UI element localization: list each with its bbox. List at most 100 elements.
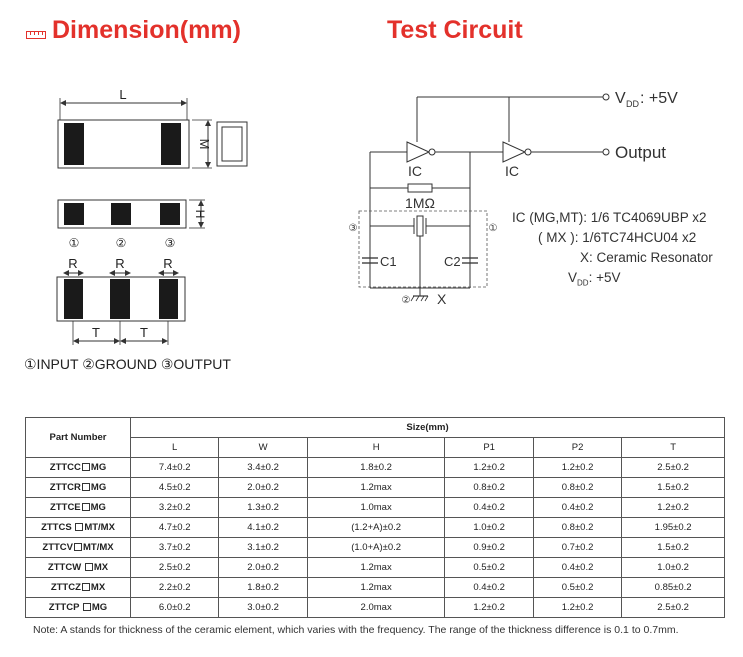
- ic-note-line3: X: Ceramic Resonator: [580, 250, 713, 265]
- table-cell: 0.7±0.2: [532, 537, 623, 558]
- resistor-label: 1MΩ: [405, 195, 435, 211]
- table-cell: 1.2max: [306, 577, 446, 598]
- table-cell: 0.5±0.2: [532, 577, 623, 598]
- column-header: W: [218, 437, 308, 458]
- part-number-cell: ZTTCS MT/MX: [25, 517, 131, 538]
- table-cell: 2.5±0.2: [621, 457, 725, 478]
- table-cell: 1.2max: [306, 557, 446, 578]
- table-cell: 3.2±0.2: [129, 497, 220, 518]
- table-cell: 1.8±0.2: [218, 577, 308, 598]
- size-header: Size(mm): [130, 417, 725, 438]
- table-cell: 0.8±0.2: [532, 477, 623, 498]
- label-R2: R: [115, 256, 124, 271]
- test-circuit-title: Test Circuit: [387, 16, 523, 44]
- table-cell: 6.0±0.2: [129, 597, 220, 618]
- table-cell: 0.4±0.2: [532, 497, 623, 518]
- circuit-pin-2: ②: [402, 295, 411, 306]
- table-cell: 0.4±0.2: [532, 557, 623, 578]
- column-header: L: [129, 437, 220, 458]
- table-cell: 1.5±0.2: [621, 477, 725, 498]
- table-cell: 0.4±0.2: [444, 577, 534, 598]
- table-cell: 4.7±0.2: [129, 517, 220, 538]
- ic-note-line4: VDD: +5V: [568, 270, 621, 288]
- dimension-drawing: L M H ① ② ③ R R R T T: [56, 87, 248, 345]
- part-number-cell: ZTTCW MX: [25, 557, 131, 578]
- table-cell: 4.5±0.2: [129, 477, 220, 498]
- c2-label: C2: [444, 254, 461, 269]
- table-cell: 4.1±0.2: [218, 517, 308, 538]
- table-cell: 1.2±0.2: [444, 457, 534, 478]
- label-T1: T: [92, 325, 100, 340]
- column-header: H: [306, 437, 446, 458]
- table-note: Note: A stands for thickness of the cera…: [33, 624, 679, 636]
- placeholder-box-icon: [81, 483, 90, 492]
- table-cell: 0.4±0.2: [444, 497, 534, 518]
- part-number-cell: ZTTCP MG: [25, 597, 131, 618]
- vdd-label: V: [615, 90, 626, 107]
- label-M: M: [197, 139, 212, 150]
- ruler-icon: [26, 31, 46, 39]
- table-cell: 2.5±0.2: [129, 557, 220, 578]
- label-R3: R: [163, 256, 172, 271]
- ic1-label: IC: [408, 163, 422, 179]
- pin-legend: ①INPUT ②GROUND ③OUTPUT: [24, 356, 231, 372]
- part-number-header: Part Number: [25, 417, 131, 458]
- ic2-label: IC: [505, 163, 519, 179]
- placeholder-box-icon: [84, 563, 93, 572]
- table-cell: 3.4±0.2: [218, 457, 308, 478]
- circuit-pin-3: ③: [349, 223, 358, 234]
- table-cell: 7.4±0.2: [129, 457, 220, 478]
- ic-note-line1: IC (MG,MT): 1/6 TC4069UBP x2: [512, 210, 707, 225]
- dimension-title: Dimension(mm): [52, 16, 241, 44]
- column-header: P2: [532, 437, 623, 458]
- pin-label-3: ③: [165, 236, 176, 250]
- table-cell: 1.0max: [306, 497, 446, 518]
- table-cell: 3.7±0.2: [129, 537, 220, 558]
- table-cell: 1.8±0.2: [306, 457, 446, 478]
- label-L: L: [119, 87, 126, 102]
- table-cell: 1.5±0.2: [621, 537, 725, 558]
- x-label: X: [437, 291, 447, 307]
- circuit-pin-1: ①: [489, 223, 498, 234]
- pin-label-1: ①: [69, 236, 80, 250]
- c1-label: C1: [380, 254, 397, 269]
- placeholder-box-icon: [81, 463, 90, 472]
- placeholder-box-icon: [75, 523, 84, 532]
- table-cell: 0.85±0.2: [621, 577, 725, 598]
- table-cell: 0.8±0.2: [444, 477, 534, 498]
- table-cell: 2.0max: [306, 597, 446, 618]
- table-cell: 0.8±0.2: [532, 517, 623, 538]
- table-cell: 2.5±0.2: [621, 597, 725, 618]
- placeholder-box-icon: [74, 543, 82, 552]
- table-cell: 0.9±0.2: [444, 537, 534, 558]
- pin-label-2: ②: [116, 236, 127, 250]
- label-H: H: [193, 210, 207, 219]
- table-cell: 1.0±0.2: [621, 557, 725, 578]
- table-cell: 1.2±0.2: [444, 597, 534, 618]
- table-cell: 3.0±0.2: [218, 597, 308, 618]
- column-header: T: [621, 437, 725, 458]
- table-cell: 2.0±0.2: [218, 477, 308, 498]
- test-circuit-diagram: V DD : +5V IC IC Output 1MΩ C1 C2 X ③ ① …: [349, 90, 679, 307]
- table-cell: 0.5±0.2: [444, 557, 534, 578]
- label-R1: R: [68, 256, 77, 271]
- placeholder-box-icon: [81, 583, 90, 592]
- table-cell: 1.2max: [306, 477, 446, 498]
- vdd-sub: DD: [626, 99, 639, 109]
- table-cell: (1.2+A)±0.2: [306, 517, 446, 538]
- label-T2: T: [140, 325, 148, 340]
- table-cell: 3.1±0.2: [218, 537, 308, 558]
